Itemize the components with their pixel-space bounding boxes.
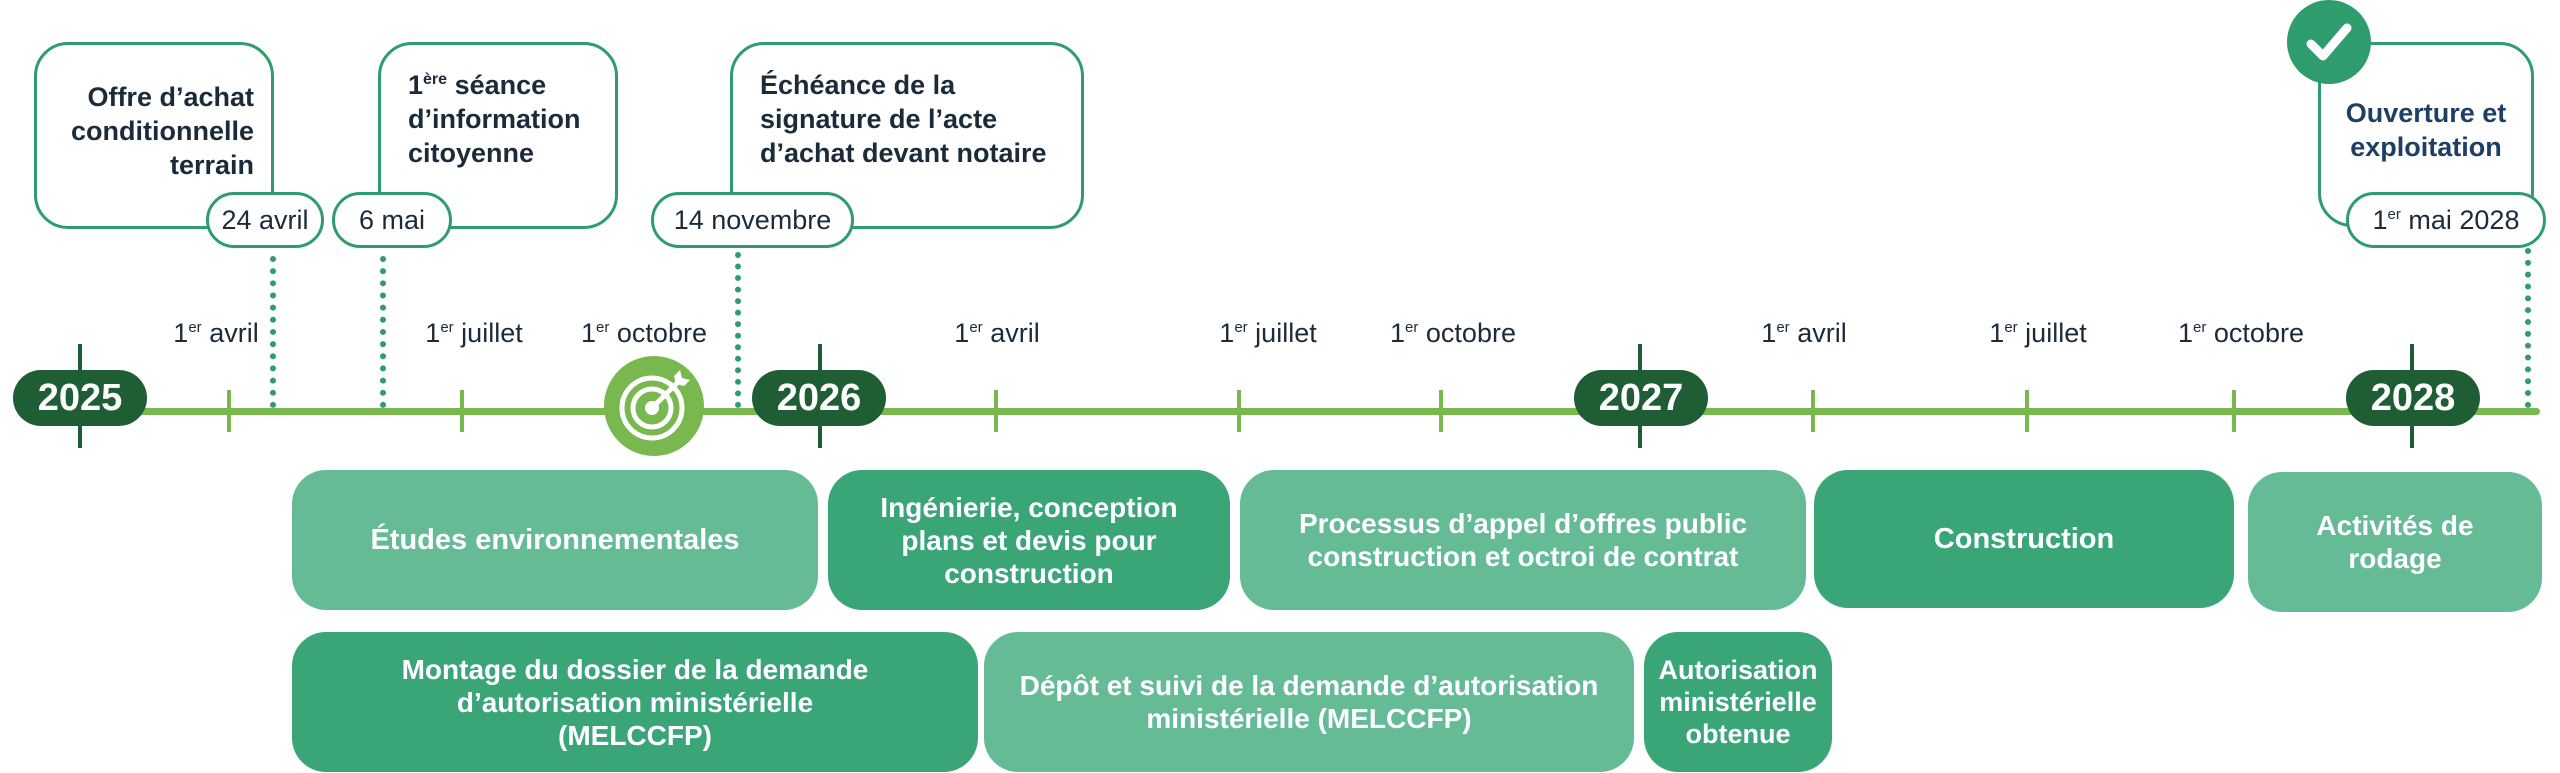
month-label-octobre-2025: 1er octobre — [581, 318, 707, 348]
month-label-juillet-2026: 1er juillet — [1219, 318, 1317, 348]
milestone-offre-achat-date: 24 avril — [206, 192, 324, 248]
year-label-2025: 2025 — [13, 370, 147, 426]
connector-14-novembre — [735, 252, 741, 408]
connector-24-avril — [270, 256, 276, 408]
month-label-avril-2027: 1er avril — [1761, 318, 1847, 348]
milestone-echeance-title: Échéance de la signature de l’acte d’ach… — [760, 70, 1047, 168]
checkmark-icon — [2287, 0, 2371, 84]
tick-2025-avril — [227, 390, 231, 432]
tick-2026-avril — [994, 390, 998, 432]
month-label-juillet-2025: 1er juillet — [425, 318, 523, 348]
tick-2027-octobre — [2232, 390, 2236, 432]
month-label-avril-2026: 1er avril — [954, 318, 1040, 348]
month-label-octobre-2027: 1er octobre — [2178, 318, 2304, 348]
year-label-2027: 2027 — [1574, 370, 1708, 426]
milestone-echeance-box — [730, 42, 1084, 229]
tick-2027-juillet — [2025, 390, 2029, 432]
milestone-ouverture-title: Ouverture et exploitation — [2345, 98, 2507, 162]
milestone-offre-achat-title: Offre d’achat conditionnelle terrain — [70, 82, 254, 180]
year-label-2028: 2028 — [2346, 370, 2480, 426]
phase-activites-rodage: Activités de rodage — [2248, 472, 2542, 612]
phase-montage-dossier: Montage du dossier de la demande d’autor… — [292, 632, 978, 772]
phase-ingenierie: Ingénierie, conception plans et devis po… — [828, 470, 1230, 610]
phase-etudes-environnementales: Études environnementales — [292, 470, 818, 610]
phase-construction: Construction — [1814, 470, 2234, 608]
year-label-2026: 2026 — [752, 370, 886, 426]
phase-depot-suivi: Dépôt et suivi de la demande d’autorisat… — [984, 632, 1634, 772]
milestone-seance-title: 1ère séance d’information citoyenne — [408, 70, 581, 168]
tick-2026-octobre — [1439, 390, 1443, 432]
month-label-avril-2025: 1er avril — [173, 318, 259, 348]
connector-1er-mai-2028 — [2525, 248, 2531, 408]
milestone-echeance-date: 14 novembre — [651, 192, 854, 248]
phase-appel-offres: Processus d’appel d’offres public constr… — [1240, 470, 1806, 610]
month-label-octobre-2026: 1er octobre — [1390, 318, 1516, 348]
tick-2025-juillet — [460, 390, 464, 432]
connector-6-mai — [380, 256, 386, 408]
milestone-ouverture-date: 1er mai 2028 — [2346, 192, 2546, 248]
tick-2027-avril — [1811, 390, 1815, 432]
timeline-axis — [40, 408, 2540, 415]
phase-autorisation-obtenue: Autorisation ministérielle obtenue — [1644, 632, 1832, 772]
tick-2026-juillet — [1237, 390, 1241, 432]
target-arrow-icon — [604, 356, 704, 456]
milestone-seance-date: 6 mai — [332, 192, 452, 248]
month-label-juillet-2027: 1er juillet — [1989, 318, 2087, 348]
